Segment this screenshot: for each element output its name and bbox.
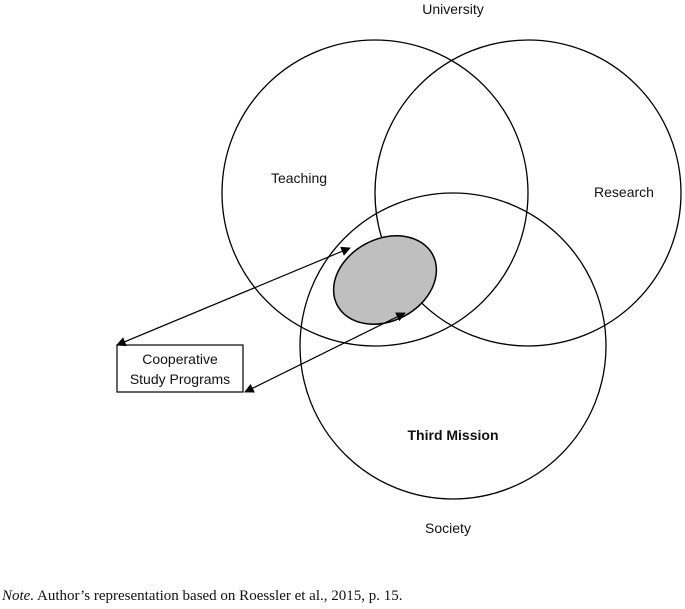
arrow-lower bbox=[244, 312, 406, 393]
venn-diagram: University Teaching Research Third Missi… bbox=[116, 1, 682, 536]
research-circle bbox=[374, 39, 682, 347]
note-text: Author’s representation based on Roessle… bbox=[34, 588, 403, 604]
figure-note: Note. Author’s representation based on R… bbox=[2, 588, 682, 605]
label-third-mission: Third Mission bbox=[408, 427, 499, 443]
label-university: University bbox=[422, 1, 483, 17]
third-mission-circle bbox=[299, 192, 607, 500]
arrow-upper bbox=[116, 246, 351, 347]
label-research: Research bbox=[594, 184, 654, 200]
label-teaching: Teaching bbox=[271, 170, 327, 186]
callout-box bbox=[116, 344, 244, 393]
callout-line-2: Study Programs bbox=[130, 371, 230, 387]
note-label: Note. bbox=[2, 588, 35, 604]
callout-line-1: Cooperative bbox=[142, 351, 218, 367]
label-society: Society bbox=[425, 520, 471, 536]
